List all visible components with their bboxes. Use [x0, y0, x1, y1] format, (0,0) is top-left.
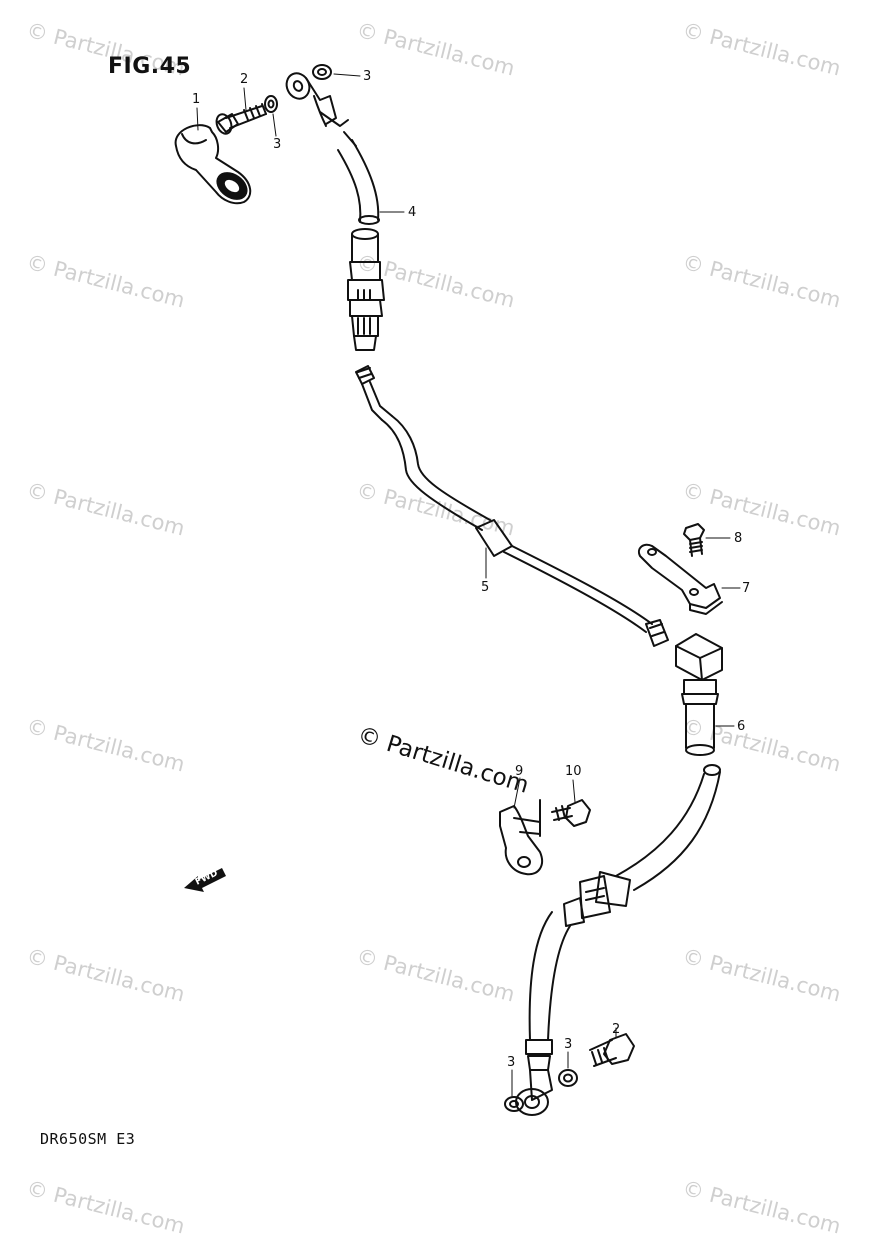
callout-1: 1	[192, 92, 201, 107]
part-4-upper-hose	[285, 72, 385, 351]
callout-3: 3	[507, 1055, 516, 1070]
callout-9: 9	[515, 764, 524, 779]
washer-3-bottom-right	[558, 1069, 578, 1087]
model-code: DR650SM E3	[40, 1130, 136, 1148]
callout-3: 3	[564, 1037, 573, 1052]
callout-6: 6	[737, 719, 746, 734]
part-2-union-bolt-top	[215, 103, 267, 135]
brake-hose-diagram: FWD	[174, 64, 741, 1116]
washer-3-top-right	[312, 64, 332, 80]
part-2-union-bolt-bottom	[589, 1033, 635, 1067]
callout-2: 2	[612, 1022, 621, 1037]
leader-lines	[196, 73, 741, 1097]
callout-10: 10	[565, 764, 582, 779]
forward-arrow-icon: FWD	[184, 868, 226, 892]
part-1-caliper-cap	[174, 124, 252, 205]
part-10-bolt	[539, 799, 591, 837]
callout-7: 7	[742, 581, 751, 596]
part-5-brake-line	[355, 365, 669, 647]
part-6-lower-hose	[515, 633, 723, 1116]
callout-5: 5	[481, 580, 490, 595]
callout-8: 8	[734, 531, 743, 546]
washer-3-bottom-left	[504, 1096, 524, 1112]
part-7-bracket	[638, 543, 723, 615]
callout-3: 3	[363, 69, 372, 84]
washer-3-top-left	[264, 95, 278, 113]
callout-4: 4	[408, 205, 417, 220]
callout-2: 2	[240, 72, 249, 87]
part-9-clamp	[499, 805, 544, 876]
callout-3: 3	[273, 137, 282, 152]
figure-title: FIG.45	[108, 54, 192, 79]
part-8-bolt	[683, 523, 705, 557]
